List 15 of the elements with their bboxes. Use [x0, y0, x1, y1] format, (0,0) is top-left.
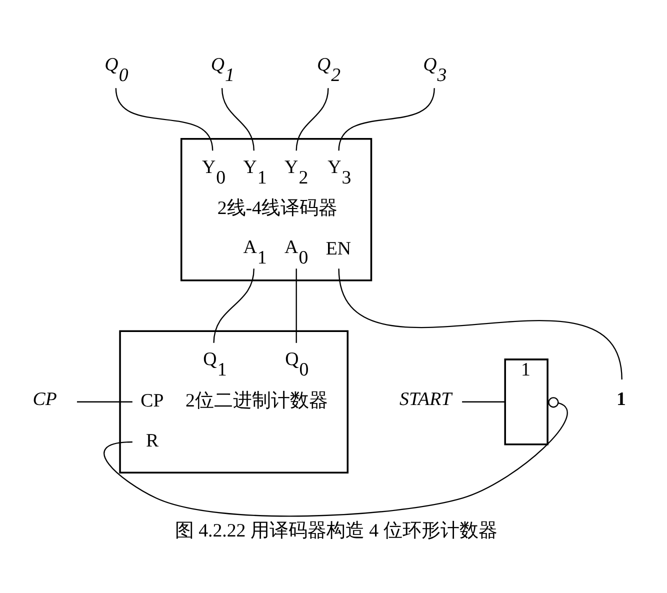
connector — [213, 268, 254, 343]
node-box: 1 — [504, 358, 548, 446]
connector — [221, 88, 254, 151]
node-text: 1 — [616, 389, 626, 410]
connector — [338, 268, 622, 380]
node-text: START — [400, 389, 452, 410]
node-text: CP — [32, 389, 57, 410]
connector — [296, 88, 329, 151]
connector — [115, 88, 214, 151]
connector — [462, 401, 506, 402]
connector — [76, 401, 132, 402]
connector — [296, 268, 297, 343]
caption: 图 4.2.22 用译码器构造 4 位环形计数器 — [174, 520, 498, 542]
connector — [338, 88, 435, 151]
connector — [104, 397, 568, 517]
